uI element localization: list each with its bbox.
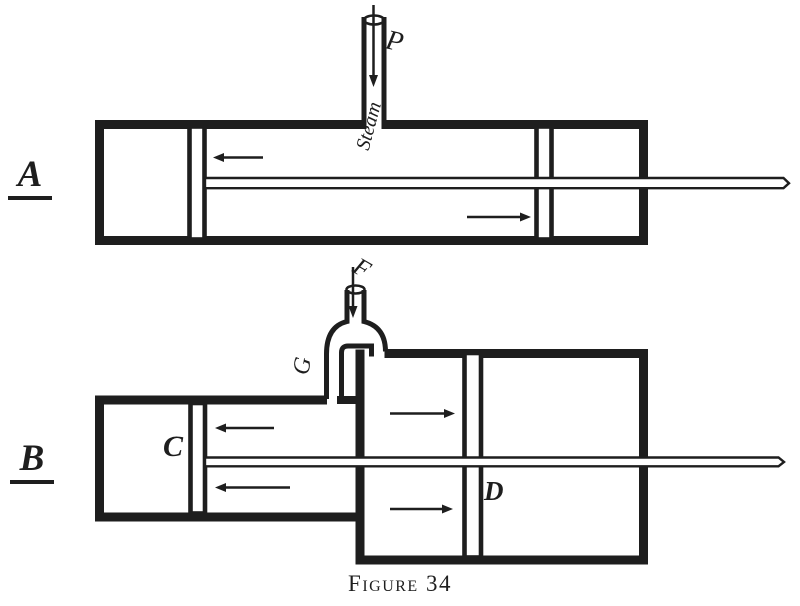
piston-c <box>188 400 208 516</box>
steam-pipe-b <box>361 290 388 352</box>
steam-pipe-a <box>361 17 387 122</box>
pipe-mouth-b <box>345 284 366 295</box>
piston-d-label: D <box>484 476 504 506</box>
diagram-b-label: B <box>10 440 54 484</box>
steam-flow-arrow-b <box>348 267 358 318</box>
motion-arrow-a-right <box>467 212 531 222</box>
transfer-passage-outer <box>324 290 350 399</box>
diagram-a-label: A <box>8 156 52 200</box>
steam-flow-arrow-a <box>369 5 378 87</box>
piston-rod-b <box>203 456 786 468</box>
motion-arrow-b-large-lower <box>390 504 453 514</box>
transfer-passage-inner-wall <box>339 343 374 400</box>
piston-a-left <box>187 124 207 242</box>
motion-arrow-b-small-lower <box>215 483 290 492</box>
small-cylinder-b <box>95 395 358 522</box>
diagram-b <box>95 267 786 565</box>
cylinder-a-body <box>95 120 648 245</box>
motion-arrow-b-large-upper <box>390 409 455 418</box>
piston-c-label: C <box>163 430 184 463</box>
motion-arrow-a-left <box>213 153 263 162</box>
piston-rod-a <box>203 176 791 190</box>
piston-d <box>462 350 484 560</box>
motion-arrow-b-small-upper <box>215 423 274 433</box>
diagram-a <box>95 5 791 245</box>
large-cylinder-b <box>355 349 648 565</box>
figure-caption: Figure 34 <box>348 571 452 596</box>
